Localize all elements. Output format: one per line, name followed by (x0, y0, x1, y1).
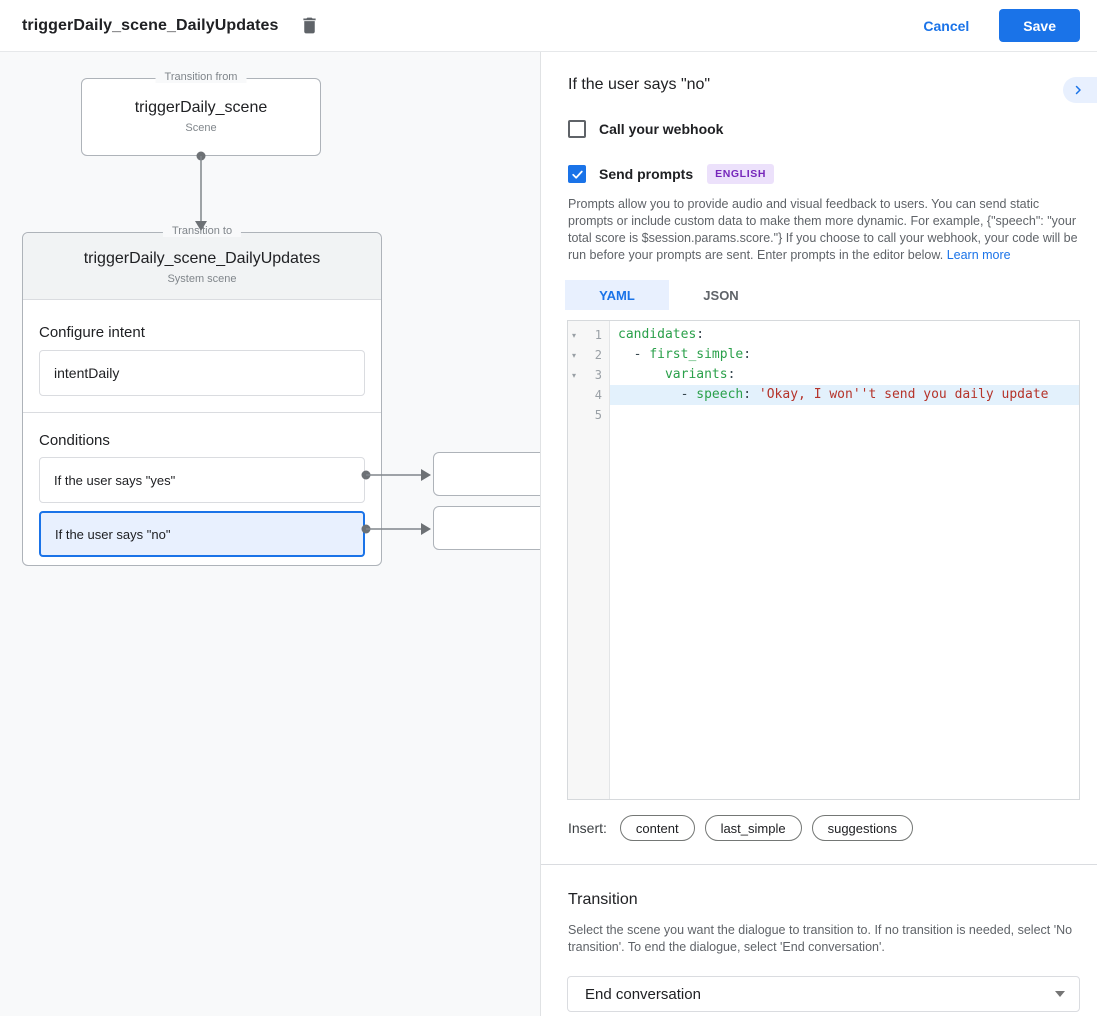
save-button[interactable]: Save (999, 9, 1080, 42)
gutter-row: ▾1 (568, 325, 609, 345)
code-token: candidates (618, 327, 697, 342)
tab-yaml[interactable]: YAML (565, 280, 669, 310)
code-token (618, 367, 665, 382)
fold-arrow-icon[interactable]: ▾ (572, 330, 577, 340)
cancel-button[interactable]: Cancel (923, 17, 970, 34)
editor-format-tabs: YAML JSON (565, 280, 1097, 310)
condition-detail-panel: If the user says "no" Call your webhook … (541, 52, 1097, 1016)
page-title: triggerDaily_scene_DailyUpdates (22, 16, 279, 34)
line-number: 5 (594, 408, 602, 422)
transition-section: Transition Select the scene you want the… (541, 865, 1097, 1012)
insert-chip-content[interactable]: content (619, 815, 695, 841)
from-scene-name: triggerDaily_scene (134, 99, 268, 116)
panel-title: If the user says "no" (568, 76, 711, 93)
from-scene-type: Scene (185, 122, 217, 134)
line-number: 2 (594, 348, 602, 362)
line-number: 4 (594, 388, 602, 402)
prompts-description: Prompts allow you to provide audio and v… (568, 196, 1080, 264)
transition-from-legend: Transition from (155, 71, 247, 83)
line-number: 3 (594, 368, 602, 382)
insert-chips: content last_simple suggestions (619, 815, 923, 841)
condition-label: If the user says "no" (55, 526, 171, 542)
fold-arrow-icon[interactable]: ▾ (572, 370, 577, 380)
prompts-description-text: Prompts allow you to provide audio and v… (568, 197, 1078, 262)
fold-arrow-icon[interactable]: ▾ (572, 350, 577, 360)
tab-json[interactable]: JSON (703, 287, 739, 303)
code-line: - first_simple: (610, 345, 1079, 365)
panel-divider (541, 864, 1097, 865)
delete-button[interactable] (297, 13, 323, 39)
code-line: - speech: 'Okay, I won''t send you daily… (610, 385, 1079, 405)
transition-description: Select the scene you want the dialogue t… (568, 923, 1073, 954)
no-transition-target-node[interactable] (433, 506, 540, 550)
transition-title: Transition (568, 891, 638, 908)
code-line: variants: (610, 365, 1079, 385)
configure-intent-label: Configure intent (39, 324, 145, 341)
code-token: : (696, 327, 705, 342)
transition-to-node[interactable]: Transition to triggerDaily_scene_DailyUp… (22, 225, 382, 566)
app-bar: triggerDaily_scene_DailyUpdates Cancel S… (0, 0, 1097, 52)
insert-chip-last_simple[interactable]: last_simple (704, 815, 802, 841)
code-token: : (727, 367, 736, 382)
chevron-right-icon (1075, 85, 1081, 95)
code-token: first_simple (649, 347, 744, 362)
intent-name: intentDaily (54, 365, 120, 381)
code-token: variants (664, 367, 728, 382)
transition-to-legend: Transition to (162, 225, 242, 237)
code-line: candidates: (610, 325, 1079, 345)
condition-label: If the user says "yes" (54, 472, 176, 488)
to-scene-name: triggerDaily_scene_DailyUpdates (83, 250, 321, 267)
code-line (610, 405, 1079, 425)
conditions-label: Conditions (39, 432, 110, 449)
intent-item[interactable]: intentDaily (39, 350, 365, 396)
send-prompts-checkbox[interactable] (568, 165, 586, 183)
condition-item[interactable]: If the user says "no" (39, 511, 365, 557)
to-node-header: triggerDaily_scene_DailyUpdates System s… (23, 233, 381, 300)
transition-from-node[interactable]: Transition from triggerDaily_scene Scene (81, 71, 321, 156)
line-number: 1 (594, 328, 602, 342)
checkmark-icon (571, 170, 583, 179)
editor-code-area[interactable]: candidates: - first_simple: variants: - … (610, 321, 1079, 799)
gutter-row: 4 (568, 385, 609, 405)
insert-label: Insert: (568, 820, 607, 836)
call-webhook-checkbox[interactable] (568, 120, 586, 138)
language-badge: ENGLISH (707, 164, 774, 184)
node-divider (23, 412, 381, 413)
code-token: - (618, 347, 650, 362)
transition-select-value: End conversation (585, 985, 701, 1003)
code-token: : (743, 387, 759, 402)
learn-more-link[interactable]: Learn more (946, 248, 1011, 262)
dropdown-caret-icon (1055, 991, 1065, 997)
conditions-list: If the user says "yes" If the user says "… (23, 457, 381, 557)
collapse-panel-button[interactable] (1063, 77, 1097, 103)
send-prompts-label: Send prompts (599, 166, 694, 182)
trash-icon (303, 17, 316, 34)
call-webhook-label: Call your webhook (599, 121, 724, 137)
transition-select[interactable]: End conversation (567, 976, 1080, 1012)
gutter-row: ▾2 (568, 345, 609, 365)
yes-transition-target-node[interactable] (433, 452, 540, 496)
condition-item[interactable]: If the user says "yes" (39, 457, 365, 503)
gutter-row: ▾3 (568, 365, 609, 385)
to-scene-type: System scene (167, 273, 237, 285)
code-token: - (618, 387, 697, 402)
gutter-row: 5 (568, 405, 609, 425)
scene-flow-canvas: Transition from triggerDaily_scene Scene… (0, 52, 541, 1016)
insert-chip-suggestions[interactable]: suggestions (811, 815, 913, 841)
code-token: : (743, 347, 752, 362)
code-token: 'Okay, I won''t send you daily update (758, 387, 1049, 402)
code-token: speech (696, 387, 744, 402)
insert-row: Insert: content last_simple suggestions (568, 815, 1097, 841)
